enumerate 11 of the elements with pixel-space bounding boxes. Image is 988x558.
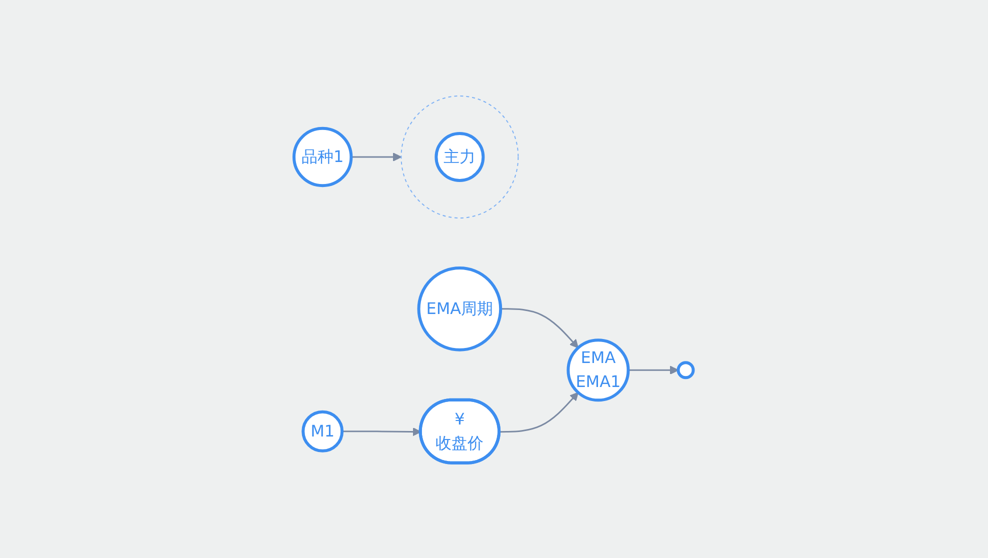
arrow (501, 308, 579, 348)
arrow (352, 152, 402, 161)
node-circle: M1 (302, 410, 344, 452)
node-circle: EMA EMA1 (567, 338, 630, 402)
node-circle: 主力 (435, 132, 486, 182)
cluster (401, 95, 520, 218)
node-circle: EMA周期 (418, 266, 502, 351)
node-circle: 品种1 (292, 126, 354, 187)
arrow (500, 392, 579, 432)
node-circle (677, 360, 696, 379)
arrow (628, 365, 679, 374)
